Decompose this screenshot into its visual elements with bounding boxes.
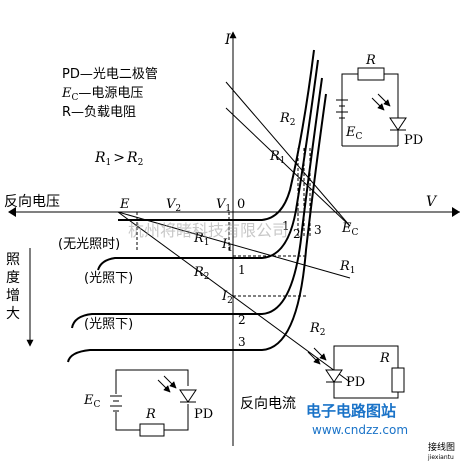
bottom-left-pd-label: PD xyxy=(194,407,213,422)
label-v1: V1 xyxy=(216,197,231,214)
label-r2-top: R2 xyxy=(279,111,296,128)
load-line-r2 xyxy=(117,211,351,383)
watermark-corner-url: jiexiantu xyxy=(427,454,454,461)
label-r1-top: R1 xyxy=(269,149,286,166)
bottom-right-photodiode xyxy=(325,369,343,383)
watermark-url: www.cndzz.com xyxy=(312,423,408,437)
svg-text:增: 增 xyxy=(6,288,20,304)
point-1-left: 1 xyxy=(238,263,246,277)
curve-label-light-1: (光照下) xyxy=(84,271,133,286)
bottom-right-resistor xyxy=(391,367,405,393)
x-axis-label: V xyxy=(426,194,438,210)
svg-text:大: 大 xyxy=(6,306,20,322)
label-r1-left: R1 xyxy=(193,231,210,248)
bottom-left-r-label: R xyxy=(145,407,156,422)
resistance-relation: R1>R2 xyxy=(94,150,143,168)
origin-label: 0 xyxy=(237,197,245,212)
label-r2-left: R2 xyxy=(193,265,210,282)
bottom-right-r-label: R xyxy=(379,351,390,366)
circuit-top: R EC PD xyxy=(336,53,423,148)
reverse-voltage-label: 反向电压 xyxy=(4,194,60,210)
legend-pd: PD—光电二极管 xyxy=(62,67,158,82)
top-photodiode xyxy=(389,117,407,131)
load-line-r1 xyxy=(117,211,351,279)
watermark-company: 杭州将睹科技有限公司 xyxy=(128,221,288,240)
curve-light-3 xyxy=(67,93,327,363)
curve-dark xyxy=(118,49,315,221)
label-i1: I1 xyxy=(221,237,233,254)
legend-r: R—负载电阻 xyxy=(62,105,136,120)
y-axis-label: I xyxy=(224,32,231,48)
illuminance-increase-label: 照 度 增 大 xyxy=(6,252,20,322)
circuit-bottom-right: PD R xyxy=(307,345,405,399)
top-r-label: R xyxy=(365,53,376,68)
bottom-left-resistor xyxy=(139,423,165,437)
watermark-corner-cn: 接线图 xyxy=(428,441,455,453)
top-ec-label: EC xyxy=(345,125,363,142)
label-i2: I2 xyxy=(221,289,233,306)
label-r2-bottom: R2 xyxy=(309,321,326,338)
load-line-r1-upper xyxy=(225,107,351,227)
top-resistor xyxy=(357,67,385,81)
bottom-right-pd-label: PD xyxy=(346,375,365,390)
svg-text:度: 度 xyxy=(6,270,20,286)
label-ec-axis: EC xyxy=(341,221,359,238)
curve-label-dark: (无光照时) xyxy=(58,237,120,252)
svg-text:照: 照 xyxy=(6,252,20,268)
watermark-brand: 电子电路图站 xyxy=(306,402,396,420)
curve-light-2 xyxy=(71,77,323,329)
point-1-right: 1 xyxy=(282,219,290,233)
label-r1-bottom: R1 xyxy=(339,259,356,276)
curve-label-light-2: (光照下) xyxy=(84,317,133,332)
curve-light-1 xyxy=(97,59,319,271)
top-pd-label: PD xyxy=(404,133,423,148)
circuit-bottom-left: EC R PD xyxy=(83,369,213,437)
point-3-right: 3 xyxy=(314,223,322,237)
label-v2: V2 xyxy=(166,197,181,214)
voltage-axis-left-arrow xyxy=(8,207,16,217)
bottom-left-ec-label: EC xyxy=(83,393,101,410)
point-2-right: 2 xyxy=(293,227,301,241)
load-line-r2-upper xyxy=(225,81,351,227)
point-3-left: 3 xyxy=(238,335,246,349)
voltage-axis-right-arrow xyxy=(452,207,460,217)
legend-ec: EC—电源电压 xyxy=(61,86,143,103)
label-e: E xyxy=(119,197,130,212)
bottom-left-photodiode xyxy=(179,389,197,403)
reverse-current-label: 反向电流 xyxy=(240,396,296,412)
point-2-left: 2 xyxy=(238,313,246,327)
